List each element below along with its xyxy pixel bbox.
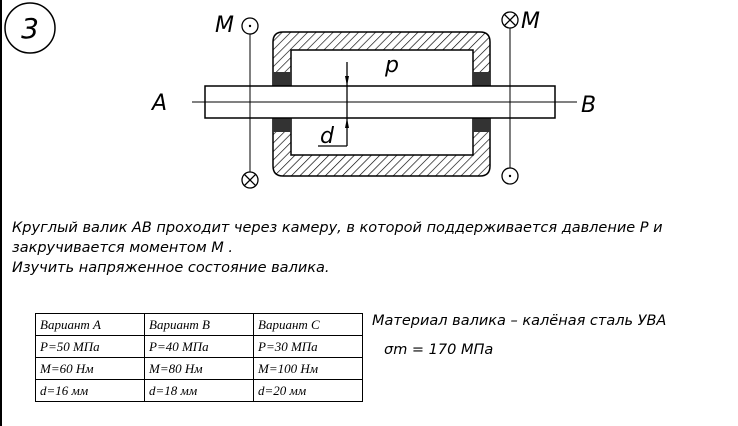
problem-text-line1: Круглый валик AB проходит через камеру, … [12, 220, 663, 236]
table-cell: M=60 Нм [35, 357, 145, 380]
table-cell: P=50 МПа [35, 335, 145, 358]
table-cell: P=30 МПа [253, 335, 363, 358]
seal [473, 72, 490, 86]
label-a: A [150, 91, 167, 116]
table-cell: M=80 Нм [144, 357, 254, 380]
shaft-diagram: 3 A B M M p d [4, 2, 596, 189]
material-text: Материал валика – калёная сталь УВА [372, 313, 667, 329]
label-m-left: M [215, 13, 234, 38]
problem-task: Изучить напряженное состояние валика. [12, 260, 330, 276]
seal [273, 72, 291, 86]
table-cell: P=40 МПа [144, 335, 254, 358]
label-d: d [320, 124, 335, 149]
problem-number: 3 [21, 12, 39, 45]
seal [273, 118, 291, 132]
label-m-right: M [521, 9, 540, 34]
left-border [0, 0, 2, 426]
table-cell: d=16 мм [35, 379, 145, 402]
label-p: p [384, 53, 399, 78]
label-b: B [581, 93, 596, 118]
problem-text-line2: закручивается моментом M . [12, 240, 233, 256]
seal [473, 118, 490, 132]
table-cell: M=100 Нм [253, 357, 363, 380]
yield-stress: σm = 170 МПа [384, 342, 494, 358]
table-cell: Вариант A [35, 313, 145, 336]
problem-number-circle [4, 2, 56, 54]
table-cell: Вариант C [253, 313, 363, 336]
table-cell: d=20 мм [253, 379, 363, 402]
table-cell: d=18 мм [144, 379, 254, 402]
table-cell: Вариант B [144, 313, 254, 336]
